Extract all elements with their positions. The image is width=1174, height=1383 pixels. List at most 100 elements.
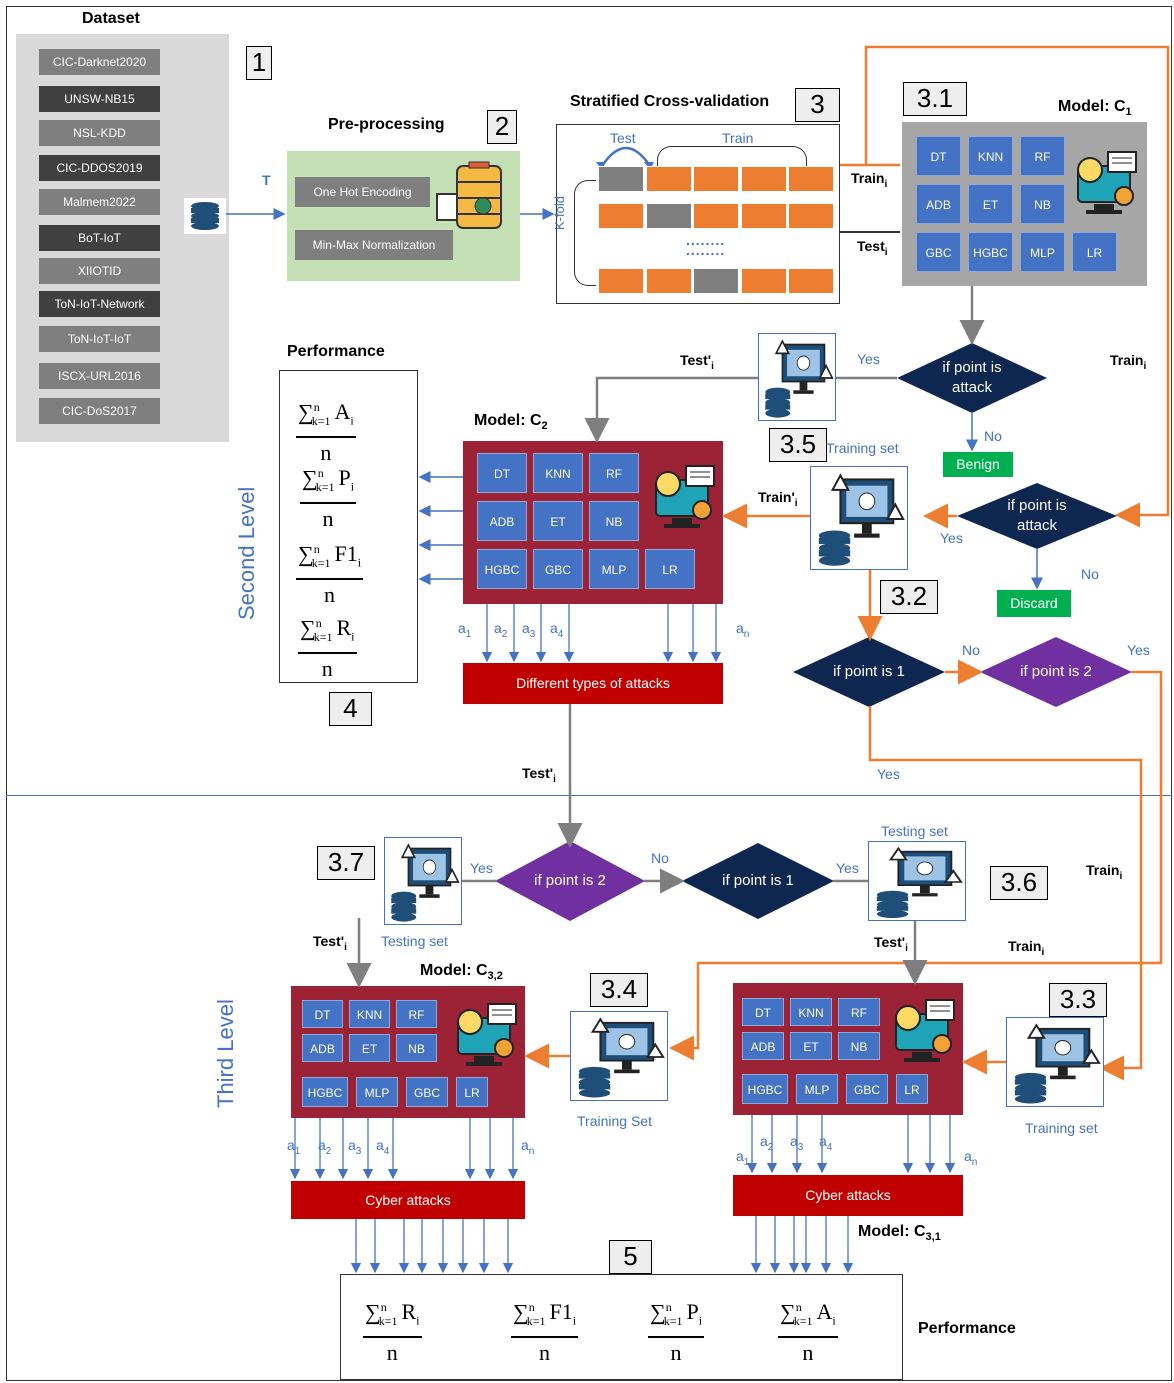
metric-recall-bottom-index: i xyxy=(416,1313,420,1328)
step-3-7-box: 3.7 xyxy=(317,846,375,880)
model-c2-sub: 2 xyxy=(541,420,548,433)
step-5-box: 5 xyxy=(609,1240,652,1274)
train-i-sub: i xyxy=(884,178,888,190)
model-cell: LR xyxy=(1072,232,1117,272)
test-i-label-c1: Testi xyxy=(857,238,888,258)
no-label-4: No xyxy=(651,850,669,866)
different-attacks-bar: Different types of attacks xyxy=(463,663,723,704)
benign-box: Benign xyxy=(943,452,1013,477)
train-i-right-sub: i xyxy=(1143,360,1147,372)
attack-label-9-letter: a xyxy=(521,1137,529,1153)
decision-if-point-2-third: if point is 2 xyxy=(495,841,645,921)
metric-accuracy-top-index: i xyxy=(350,413,354,428)
model-c32-title: Model: C3,2 xyxy=(420,962,503,982)
test-prime-label-top: Test'i xyxy=(680,352,714,372)
model-cell: NB xyxy=(396,1034,437,1062)
cv-fold-cell xyxy=(645,268,692,294)
attack-label-2: a3 xyxy=(522,620,535,640)
attack-label-4-letter: a xyxy=(736,620,744,636)
model-cell: ADB xyxy=(916,184,961,224)
yes-label-1: Yes xyxy=(857,351,880,367)
decision-if-attack-c1: if point is attack xyxy=(897,343,1047,413)
metric-precision-bottom-sum: ∑ xyxy=(650,1299,666,1325)
attack-label-7-letter: a xyxy=(348,1137,356,1153)
training-set-icon-33 xyxy=(1006,1017,1104,1107)
model-c31-text: Model: C xyxy=(858,1223,926,1240)
one-hot-encoding-box: One Hot Encoding xyxy=(295,177,430,207)
model-cell: HGBC xyxy=(302,1077,348,1107)
model-c2-text: Model: C xyxy=(474,412,542,429)
test-prime-right-sub: i xyxy=(905,942,908,954)
metric-recall-top-denominator: n xyxy=(321,655,333,681)
discard-box: Discard xyxy=(997,590,1071,617)
attack-label-10-index: 1 xyxy=(743,1156,750,1168)
testing-set-icon-37 xyxy=(384,837,462,925)
metric-recall-bottom-sum-sup: n xyxy=(380,1300,387,1314)
model-cell: KNN xyxy=(968,136,1013,176)
benign-label: Benign xyxy=(956,456,1000,472)
metric-f1-bottom-sum-sub: k=1 xyxy=(526,1313,546,1328)
performance-panel-bottom xyxy=(340,1274,903,1380)
metric-precision-top-sum-sup: n xyxy=(317,466,324,480)
model-c31-sub: 3,1 xyxy=(925,1231,941,1244)
discard-label: Discard xyxy=(1010,595,1058,611)
cv-fold-cell xyxy=(598,268,644,294)
model-cell: NB xyxy=(1020,184,1065,224)
cyber-attacks-bar-left: Cyber attacks xyxy=(291,1181,525,1219)
min-max-box: Min-Max Normalization xyxy=(295,230,453,260)
metric-accuracy-top-sum-sub: k=1 xyxy=(311,413,331,428)
performance-title-top: Performance xyxy=(287,343,385,360)
attack-label-9-index: n xyxy=(528,1145,535,1157)
metric-f1-bottom-symbol: F1 xyxy=(549,1299,573,1325)
cv-fold-cell xyxy=(598,166,644,192)
model-cell: RF xyxy=(589,453,639,493)
train-prime-sub: i xyxy=(794,497,798,509)
cv-fold-cell xyxy=(788,166,834,192)
test-prime-label-right: Test'i xyxy=(874,934,908,954)
test-prime-top-sub: i xyxy=(711,360,714,372)
metric-accuracy-bottom-symbol: A xyxy=(816,1299,833,1325)
yes-label-4: Yes xyxy=(877,766,900,782)
attack-label-5-letter: a xyxy=(287,1137,295,1153)
model-cell: NB xyxy=(838,1032,880,1060)
decision-if-point-1-second-text: if point is 1 xyxy=(833,663,905,680)
train-i-label-mid: Traini xyxy=(1008,938,1044,958)
no-label-2: No xyxy=(1081,566,1099,582)
test-prime-left-text: Test' xyxy=(313,933,345,949)
metric-precision-bottom-sum-sub: k=1 xyxy=(663,1313,683,1328)
attack-label-9: an xyxy=(521,1137,534,1157)
metric-precision-bottom-symbol: P xyxy=(686,1299,699,1325)
stratified-title: Stratified Cross-validation xyxy=(570,93,770,110)
yes-label-2: Yes xyxy=(940,530,963,546)
robot-gear-icon-c2 xyxy=(646,462,718,534)
min-max-label: Min-Max Normalization xyxy=(312,238,436,252)
cv-fold-cell xyxy=(598,203,644,229)
cv-fold-cell xyxy=(740,268,787,294)
metric-precision-top-denominator: n xyxy=(322,505,334,531)
metric-recall-top-sum-sup: n xyxy=(315,616,322,630)
metric-precision-bottom-index: i xyxy=(698,1313,703,1328)
metric-accuracy-bottom-sum-sup: n xyxy=(795,1300,802,1314)
attack-label-3-letter: a xyxy=(550,620,558,636)
metric-accuracy-bottom-index: i xyxy=(832,1313,836,1328)
model-cell: MLP xyxy=(356,1077,398,1107)
training-set-icon-34 xyxy=(570,1011,668,1101)
metric-recall-bottom-sum: ∑ xyxy=(365,1299,381,1325)
step-3-6-box: 3.6 xyxy=(990,866,1048,900)
attack-label-1-letter: a xyxy=(494,620,502,636)
metric-f1-top-sum-sub: k=1 xyxy=(311,555,331,570)
kfold-bracket xyxy=(574,180,596,286)
decision-if-point-1-third-text: if point is 1 xyxy=(722,872,794,889)
metric-f1-bottom-sum: ∑ xyxy=(513,1299,529,1325)
step-3-box: 3 xyxy=(795,88,840,122)
cv-fold-cell xyxy=(740,166,787,192)
cv-train-bracket xyxy=(657,146,807,166)
model-c1-title: Model: C1 xyxy=(1058,98,1132,118)
metric-accuracy-top-symbol: A xyxy=(334,399,351,425)
